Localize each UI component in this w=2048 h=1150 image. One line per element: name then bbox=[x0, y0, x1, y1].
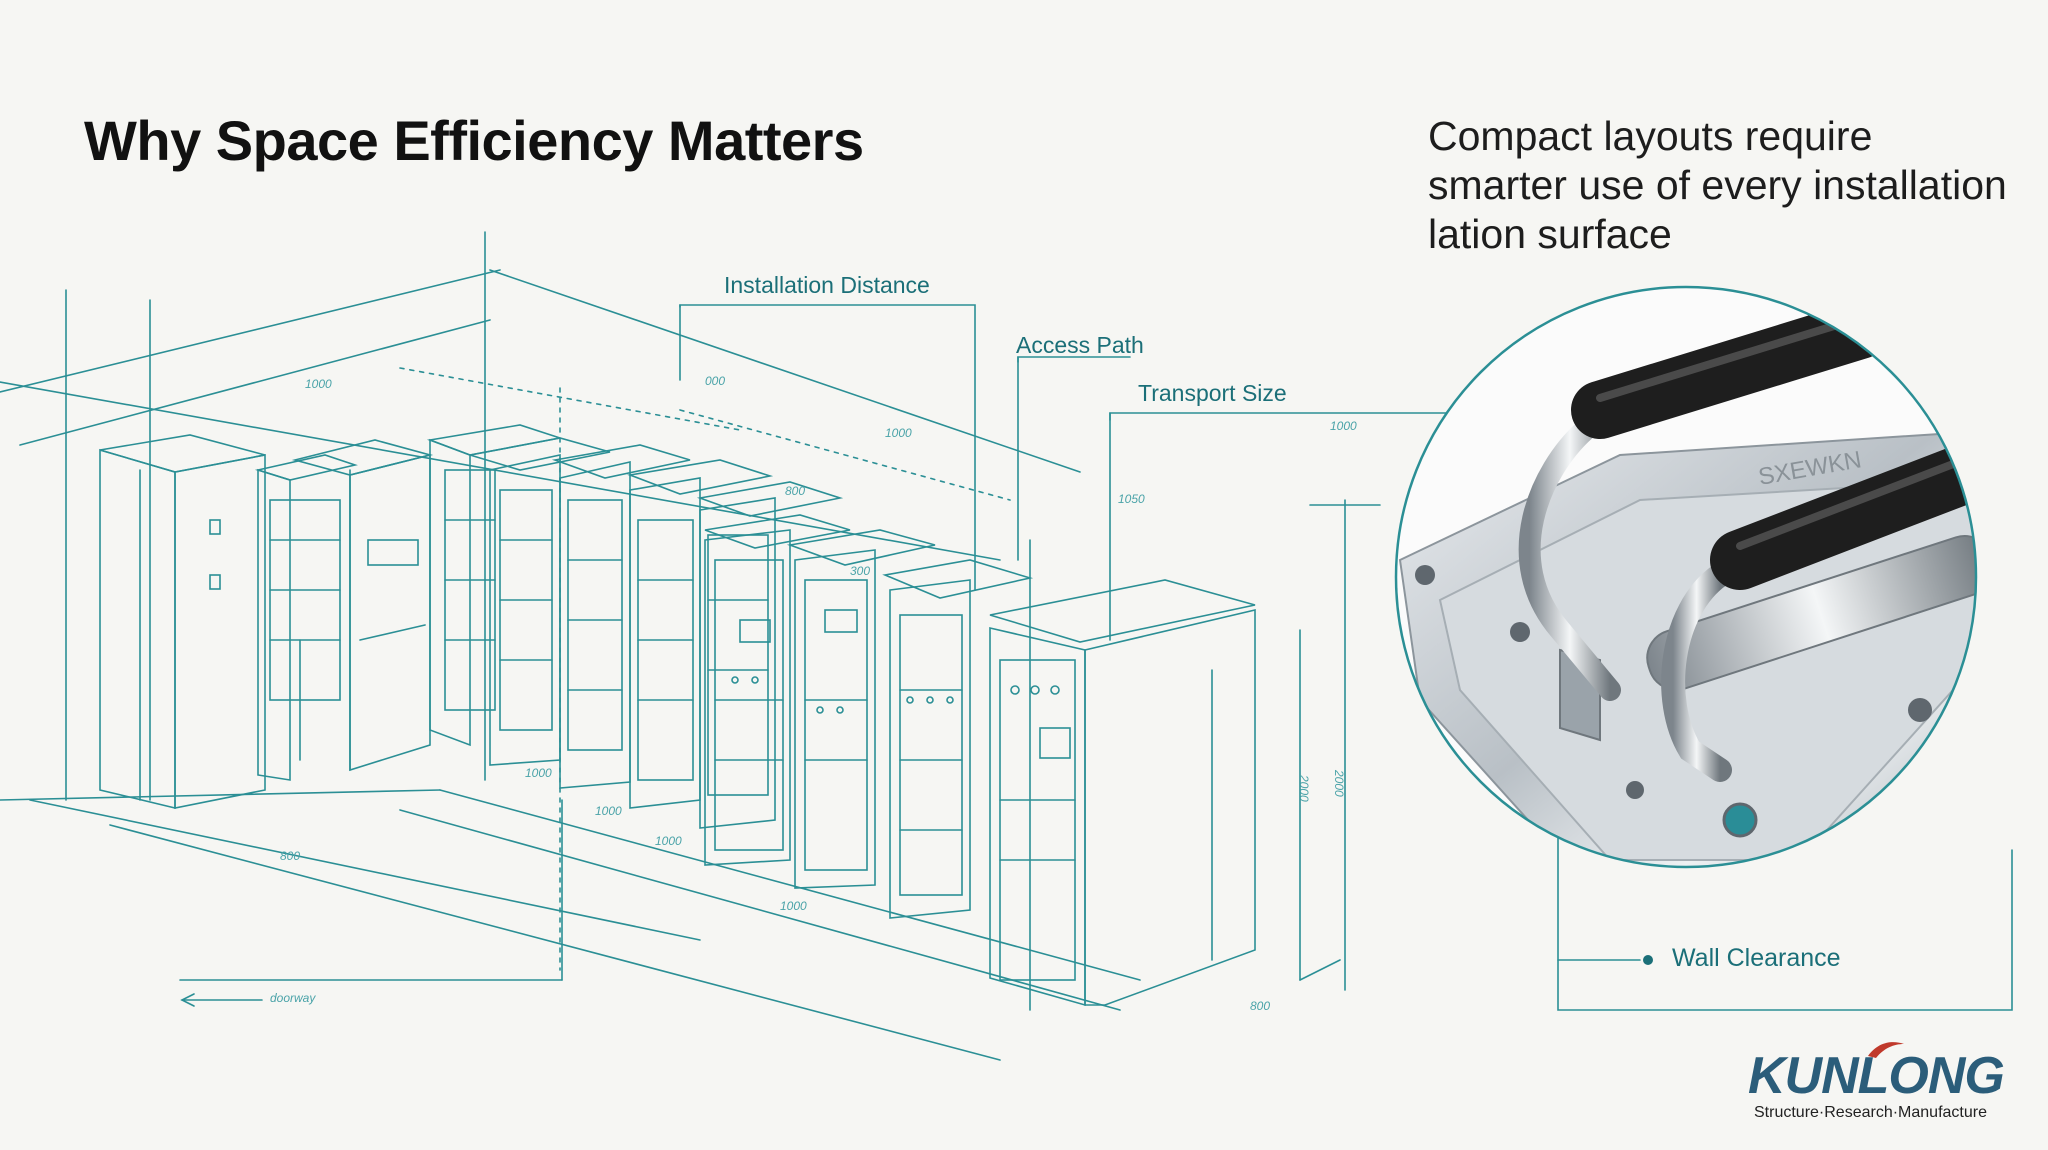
dim-mark: 1000 bbox=[595, 804, 622, 818]
dim-mark: 800 bbox=[1250, 999, 1270, 1013]
dim-mark: 1000 bbox=[525, 766, 552, 780]
brand-logo: KUNLONG Structure·Research·Manufacture bbox=[1748, 1042, 2008, 1122]
dim-mark: 1050 bbox=[1118, 492, 1145, 506]
logo-swoosh-icon bbox=[1868, 1042, 1904, 1058]
dim-mark: 1000 bbox=[1330, 419, 1357, 433]
subtitle-line: lation surface bbox=[1428, 211, 1672, 258]
doorway-mark: doorway bbox=[270, 991, 316, 1005]
dim-mark: 2000 bbox=[1332, 769, 1346, 797]
callout-wall-clearance: Wall Clearance bbox=[1672, 944, 1841, 972]
dim-mark: 1000 bbox=[655, 834, 682, 848]
dim-mark: 1000 bbox=[885, 426, 912, 440]
dim-mark: 800 bbox=[280, 849, 300, 863]
callout-installation-distance: Installation Distance bbox=[724, 272, 930, 298]
dim-mark: 2000 bbox=[1297, 774, 1311, 802]
page-title: Why Space Efficiency Matters bbox=[84, 109, 864, 172]
subtitle-line: Compact layouts require bbox=[1428, 113, 1873, 159]
logo-name: KUNLONG bbox=[1748, 1047, 2005, 1105]
subtitle: Compact layouts require smarter use of e… bbox=[1428, 112, 2028, 260]
dim-mark: 1000 bbox=[780, 899, 807, 913]
dim-mark: 000 bbox=[705, 374, 725, 388]
dim-mark: 1000 bbox=[305, 377, 332, 391]
dim-mark: 800 bbox=[785, 484, 805, 498]
subtitle-line: smarter use of every installation bbox=[1428, 162, 2007, 209]
callout-transport-size: Transport Size bbox=[1138, 380, 1287, 406]
logo-tagline: Structure·Research·Manufacture bbox=[1754, 1104, 1987, 1121]
dim-mark: 300 bbox=[850, 564, 870, 578]
callout-access-path: Access Path bbox=[1016, 332, 1144, 358]
